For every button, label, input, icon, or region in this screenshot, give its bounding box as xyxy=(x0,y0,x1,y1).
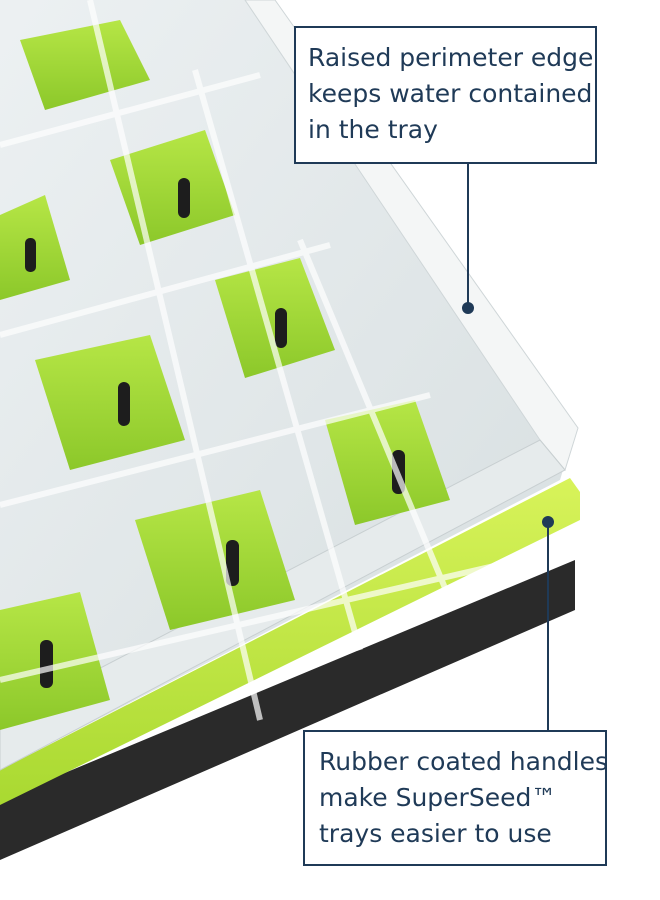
drainage-slot xyxy=(25,238,36,272)
drainage-slot xyxy=(40,640,53,688)
callout-text-line: keeps water contained xyxy=(308,79,593,108)
callout-rubber-handles: Rubber coated handles make SuperSeed™ tr… xyxy=(303,730,609,866)
lid-front-edge xyxy=(0,439,566,771)
leader-dot-bottom xyxy=(542,516,554,528)
tray-base xyxy=(0,560,575,860)
drainage-slots xyxy=(25,178,405,688)
callout-text-line: make SuperSeed™ xyxy=(319,783,557,812)
lid-cell-dividers xyxy=(0,0,520,720)
seed-pot xyxy=(325,400,450,525)
callout-text-line: Rubber coated handles xyxy=(319,747,609,776)
drainage-slot xyxy=(226,540,239,586)
callout-text-line: in the tray xyxy=(308,115,438,144)
callout-text-line: Raised perimeter edge xyxy=(308,43,594,72)
leader-dot-top xyxy=(462,302,474,314)
seed-pot xyxy=(20,20,150,110)
drainage-slot xyxy=(118,382,130,426)
seed-pots xyxy=(0,20,450,730)
callout-text-line: trays easier to use xyxy=(319,819,552,848)
callout-perimeter-edge: Raised perimeter edge keeps water contai… xyxy=(294,26,597,164)
drainage-slot xyxy=(275,308,287,348)
seed-pot xyxy=(135,490,295,630)
seed-pot xyxy=(0,592,110,730)
seed-pot xyxy=(35,335,185,470)
drainage-slot xyxy=(178,178,190,218)
